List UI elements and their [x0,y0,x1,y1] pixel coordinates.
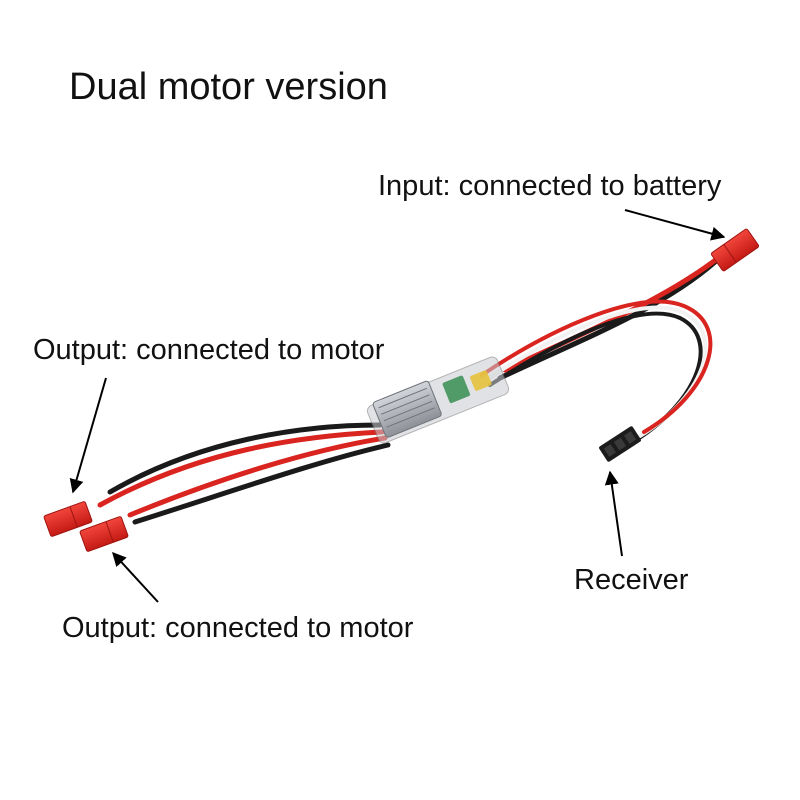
receiver-connector [599,426,641,462]
motor-connector-1 [43,501,93,537]
arrow-receiver [604,470,623,557]
arrow-motor-2 [112,551,159,603]
receiver-label: Receiver [574,564,689,596]
motor-wires [97,422,391,525]
battery-connector [710,228,760,272]
output-motor-label-1: Output: connected to motor [33,334,385,366]
receiver-lead [480,299,713,442]
esc-body [366,356,510,444]
arrow-battery [624,209,726,241]
arrow-motor-1 [69,377,107,494]
diagram-title: Dual motor version [69,66,388,108]
input-battery-label: Input: connected to battery [378,170,722,202]
output-motor-label-2: Output: connected to motor [62,612,414,644]
motor-connector-2 [79,516,129,552]
